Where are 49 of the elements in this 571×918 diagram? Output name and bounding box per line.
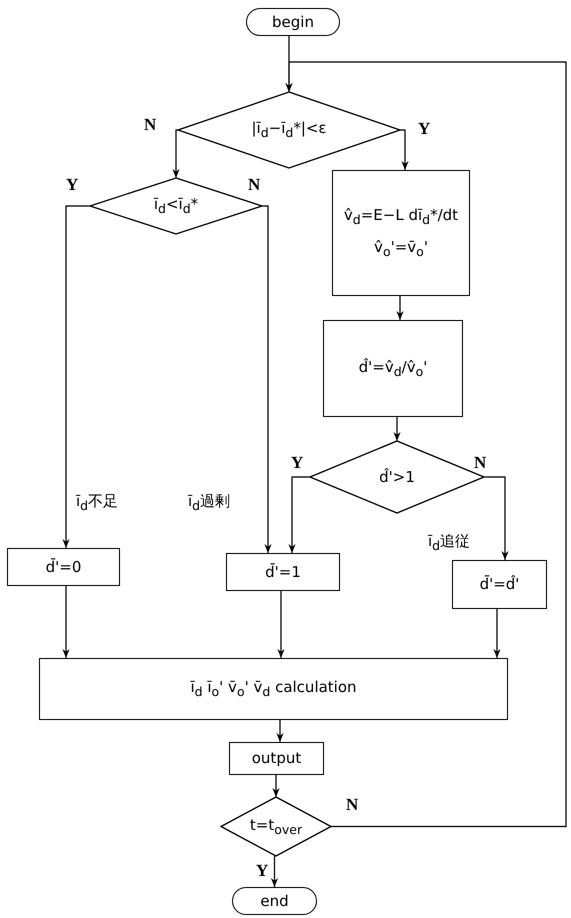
formula-text: d̄'=0 — [46, 558, 82, 576]
process-box — [39, 658, 508, 720]
arrow — [396, 296, 404, 320]
condition-note: ī$_{d}$過剰 — [188, 492, 230, 513]
process-box — [7, 548, 120, 586]
formula-text: |ī$_{d}$−ī$_{d}$*|<ε — [251, 119, 327, 141]
edge-label: N — [346, 796, 358, 813]
arrow — [484, 476, 509, 560]
arrow — [493, 609, 501, 658]
process-box — [229, 742, 324, 775]
formula-text: t=t$_{over}$ — [250, 816, 302, 838]
condition-note: ī$_{d}$追従 — [428, 532, 470, 553]
formula-text: v̂$_{o}$'=v̄$_{o}$' — [374, 238, 428, 260]
process-box — [452, 560, 547, 609]
edge-label: N — [144, 116, 156, 133]
formula-text: d̄'=d̂' — [480, 575, 520, 594]
arrow — [400, 129, 409, 170]
formula-text: ī$_{d}$ ī$_{o}$' v̄$_{o}$' v̄$_{d}$ calculation — [190, 678, 357, 700]
edge-label: N — [474, 454, 486, 471]
edge-label: N — [248, 176, 260, 193]
arrow — [288, 476, 310, 553]
process-box — [226, 553, 340, 591]
formula-text: d̂'=v̂$_{d}$/v̂$_{o}$' — [358, 358, 428, 380]
terminal-shape — [232, 887, 317, 915]
arrow — [62, 586, 70, 658]
arrow — [270, 856, 278, 887]
arrow — [393, 417, 401, 441]
formula-text: ī$_{d}$<ī$_{d}$* — [154, 195, 198, 217]
edge-label: Y — [66, 176, 78, 193]
formula-text: begin — [272, 12, 314, 32]
arrow — [262, 205, 272, 553]
process-box — [323, 320, 463, 417]
formula-text: v̂$_{d}$=E−L dī$_{d}$*/dt — [344, 206, 458, 228]
process-box — [332, 170, 470, 296]
terminal-shape — [246, 8, 340, 36]
formula-text: d̄'=1 — [265, 562, 301, 582]
arrow — [277, 591, 285, 658]
formula-text: end — [260, 892, 289, 910]
edge-label: Y — [418, 120, 430, 137]
edge-label: Y — [256, 862, 268, 879]
arrow — [285, 61, 567, 828]
condition-note: ī$_{d}$不足 — [76, 492, 118, 513]
arrow — [62, 205, 90, 548]
arrow — [272, 775, 280, 797]
arrow — [276, 720, 284, 742]
formula-text: d̂'>1 — [379, 468, 415, 486]
arrow — [172, 129, 180, 178]
formula-text: output — [252, 749, 302, 768]
edge-label: Y — [291, 454, 304, 471]
